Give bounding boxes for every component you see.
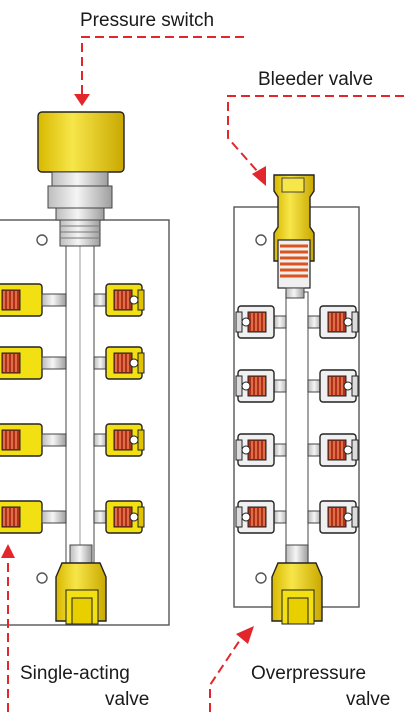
single-acting-valve bbox=[55, 544, 107, 625]
pressure-switch-arrowhead bbox=[74, 94, 90, 106]
bleeder-valve-arrowhead bbox=[252, 166, 266, 186]
pressure-switch-callout-line bbox=[81, 36, 244, 94]
overpressure-arrowhead bbox=[236, 626, 254, 644]
left-mounting-hole-top bbox=[36, 234, 48, 246]
bleeder-valve bbox=[273, 174, 315, 299]
single-acting-label-line1: Single-acting bbox=[20, 663, 130, 684]
pressure-switch-label: Pressure switch bbox=[80, 10, 215, 31]
overpressure-label-line2: valve bbox=[346, 689, 391, 710]
right-mounting-hole-top bbox=[255, 234, 267, 246]
single-acting-label-line2: valve bbox=[105, 689, 150, 710]
single-acting-arrowhead bbox=[1, 544, 15, 558]
overpressure-callout-line bbox=[209, 639, 241, 712]
left-mounting-hole-bottom bbox=[36, 572, 48, 584]
pressure-switch bbox=[37, 111, 125, 247]
left-manifold bbox=[0, 111, 170, 626]
bleeder-valve-callout-line bbox=[227, 95, 404, 173]
bleeder-valve-label: Bleeder valve bbox=[258, 69, 374, 90]
overpressure-label-line1: Overpressure bbox=[251, 663, 367, 684]
overpressure-valve bbox=[271, 544, 323, 625]
right-manifold bbox=[233, 174, 360, 625]
right-mounting-hole-bottom bbox=[255, 572, 267, 584]
left-manifold-outlets-left bbox=[0, 283, 67, 534]
